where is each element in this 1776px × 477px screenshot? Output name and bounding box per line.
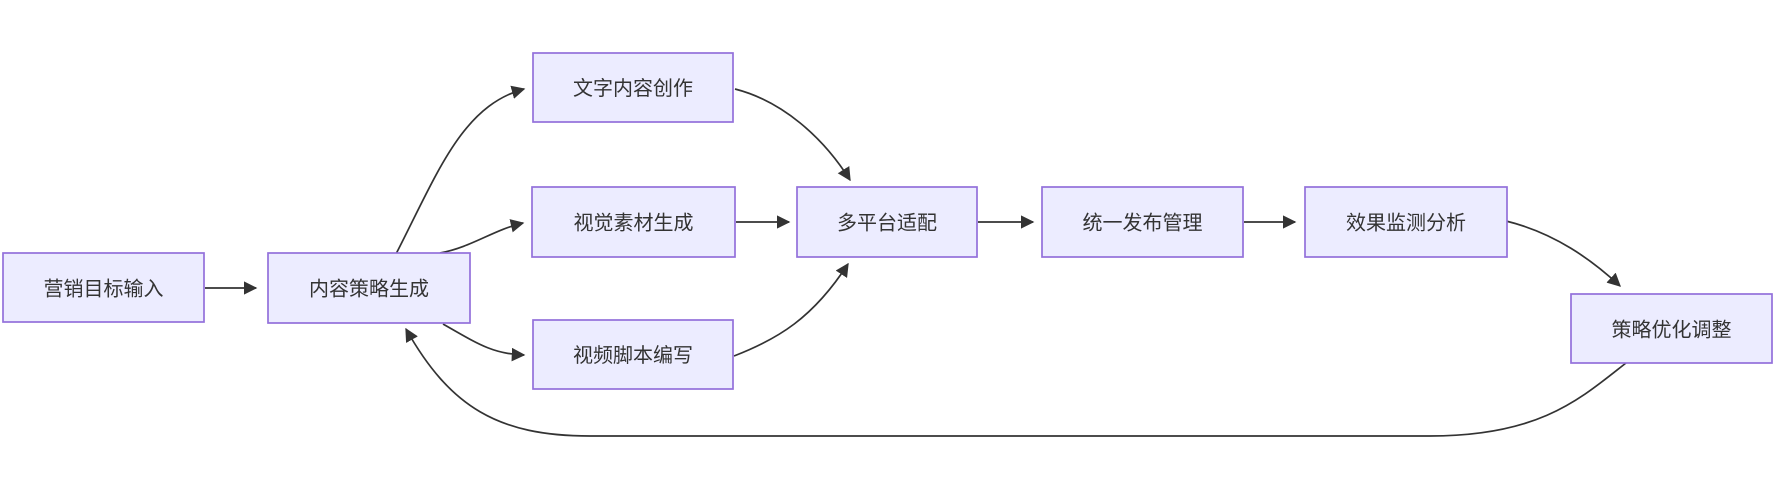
node-label: 多平台适配 (837, 211, 937, 235)
node-strategy-optimization-adjustment: 策略优化调整 (1570, 293, 1773, 364)
node-box (1041, 186, 1244, 258)
node-visual-material-generation: 视觉素材生成 (531, 186, 736, 258)
node-label: 效果监测分析 (1346, 211, 1466, 235)
node-label: 统一发布管理 (1083, 211, 1203, 235)
node-box (532, 52, 734, 123)
node-unified-publishing-management: 统一发布管理 (1041, 186, 1244, 258)
edge-strategy-gen-to-text-creation (395, 85, 526, 255)
edge-text-creation-to-platform-adapt (734, 88, 851, 182)
edge-effect-analysis-to-strategy-optimize (1505, 220, 1621, 287)
node-box (796, 186, 978, 258)
node-effect-monitoring-analysis: 效果监测分析 (1304, 186, 1508, 258)
node-box (1570, 293, 1773, 364)
node-label: 视频脚本编写 (573, 343, 693, 367)
node-box (2, 252, 205, 323)
node-label: 文字内容创作 (573, 76, 693, 100)
node-box (532, 319, 734, 390)
edges-layer (205, 85, 1627, 437)
node-marketing-goal-input: 营销目标输入 (2, 252, 205, 323)
node-text-content-creation: 文字内容创作 (532, 52, 734, 123)
edge-strategy-optimize-to-strategy-gen-feedback (405, 327, 1627, 437)
node-box (267, 252, 471, 324)
edge-strategy-gen-to-video-script (442, 323, 526, 362)
node-box (531, 186, 736, 258)
node-multi-platform-adaptation: 多平台适配 (796, 186, 978, 258)
node-label: 视觉素材生成 (574, 211, 694, 235)
node-label: 营销目标输入 (44, 277, 164, 301)
node-box (1304, 186, 1508, 258)
nodes-layer: 营销目标输入 内容策略生成 文字内容创作 视觉素材生成 视频脚本编写 多平台适配 (2, 52, 1773, 390)
node-label: 内容策略生成 (309, 277, 429, 301)
edge-video-script-to-platform-adapt (733, 262, 849, 357)
edge-strategy-gen-to-visual-gen (439, 219, 525, 254)
node-video-script-writing: 视频脚本编写 (532, 319, 734, 390)
node-content-strategy-generation: 内容策略生成 (267, 252, 471, 324)
node-label: 策略优化调整 (1612, 318, 1732, 342)
